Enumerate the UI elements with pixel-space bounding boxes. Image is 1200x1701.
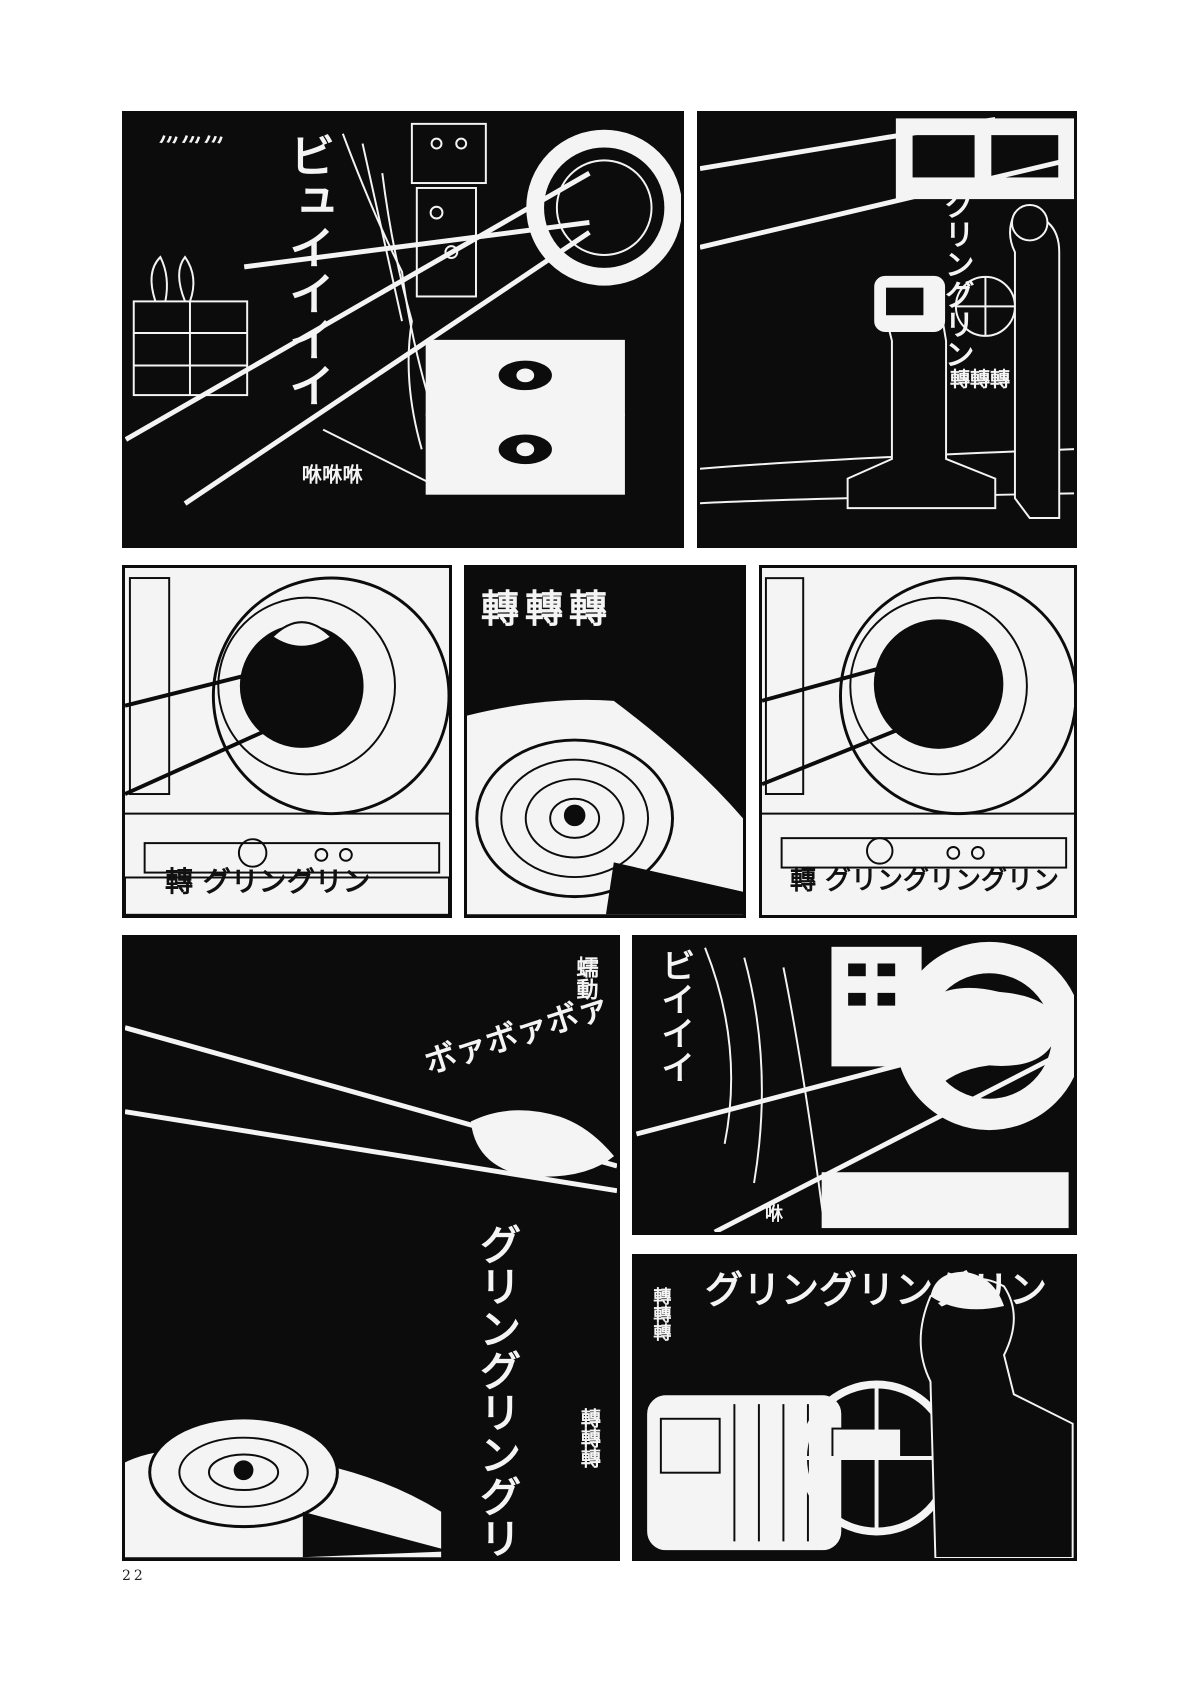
sfx-xiu: 咻 咻 咻 [298,464,364,484]
panel-3: 轉 グリングリン [122,565,452,918]
sfx-zhuan-lower: 轉轉轉 [577,1408,602,1468]
sfx-byuiii: ビュイイイイ [281,132,336,408]
panel-5-art [762,568,1074,915]
sfx-zhuan: 轉轉轉 [950,367,1010,391]
sfx-gurin-top: グリングリングリン [705,1268,1048,1312]
panel-3-art [125,568,449,915]
sfx-small-wiggle: ﾐ ﾐ ﾐ [154,134,225,146]
panel-5: 轉 グリングリングリン [759,565,1077,918]
laser-beam [243,220,590,270]
panel-4-art [467,699,743,915]
panel-2-art [700,116,1074,519]
panel-6-art [125,1025,617,1558]
panel-1: ビュイイイイ ﾐ ﾐ ﾐ 咻 咻 咻 [122,111,684,548]
panel-6: 蠕動 ボァボァボァ グリングリングリン 轉轉轉 [122,935,620,1561]
sfx-gurin-gurin: グリングリン [938,189,974,369]
sfx-zhuan-gurin-right: 轉 グリングリングリン [790,866,1060,896]
panel-7-art [635,941,1074,1232]
panel-2: グリングリン 轉轉轉 [697,111,1077,548]
panel-1-art [125,122,681,506]
sfx-gurin-grid: グリングリングリン [472,1223,522,1561]
sfx-zhuan-gurin: 轉 グリングリン [165,865,371,898]
sfx-biiii: ビイイイ [654,948,695,1084]
sfx-zhuan-side: 轉轉轉 [650,1287,672,1341]
panel-8: グリングリングリン 轉轉轉 [632,1254,1077,1561]
sfx-zhuan-title: 轉轉轉 [481,587,614,631]
page-number: 22 [122,1568,146,1584]
panel-8-art [645,1271,1074,1558]
sfx-zen-dou: 蠕動 [572,956,598,1000]
panel-7: ビイイイ 咻 [632,935,1077,1235]
laser-beam [183,230,591,506]
sfx-xiu-single: 咻 [765,1204,783,1225]
laser-beam [125,171,591,442]
panel-4: 轉轉轉 [464,565,746,918]
